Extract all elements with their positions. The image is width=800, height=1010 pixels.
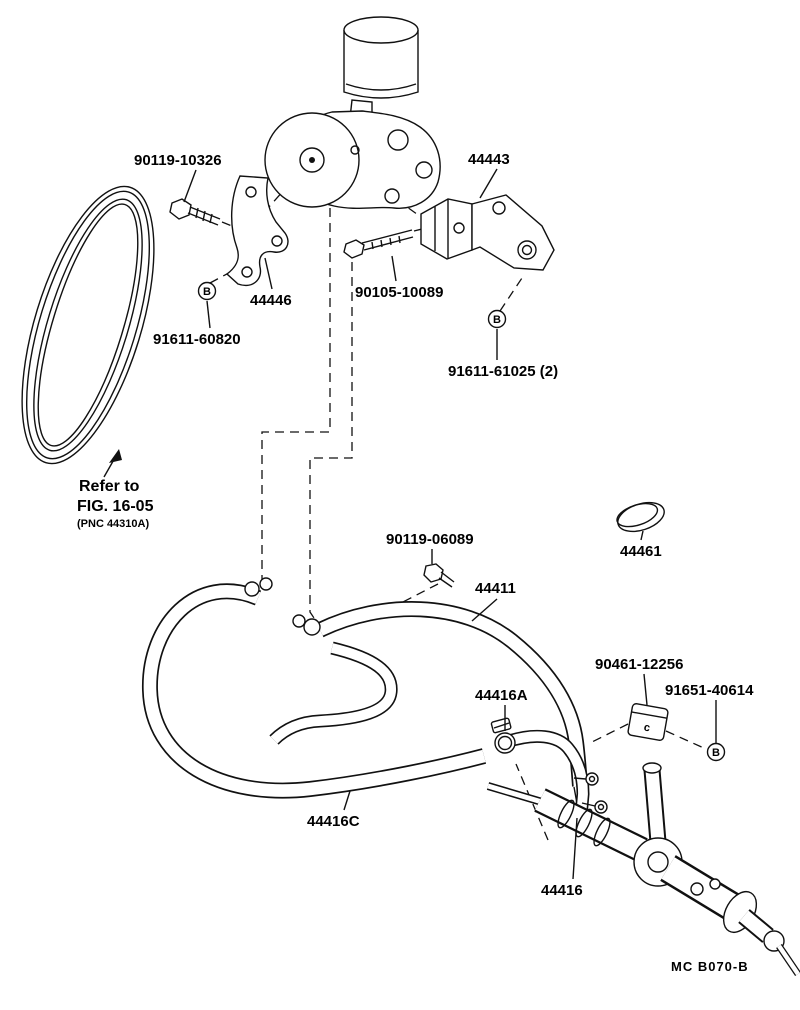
circled-b-icon: B	[712, 747, 720, 759]
part-label-44443: 44443	[468, 151, 510, 168]
circled-b-icon: B	[203, 286, 211, 298]
refer-fig-text: FIG. 16-05	[77, 498, 154, 515]
part-label-91651-40614: 91651-40614	[665, 682, 754, 699]
nut-marker-91611-60820: B	[197, 281, 217, 301]
hose-44416	[503, 729, 608, 817]
part-label-90119-06089: 90119-06089	[386, 531, 474, 548]
part-label-44416: 44416	[541, 882, 583, 899]
figure-code: MC B070-B	[671, 959, 749, 974]
bracket-44443	[420, 194, 555, 271]
power-steering-pump	[264, 16, 441, 210]
nut-marker-91611-61025: B	[487, 309, 507, 329]
hose-return-bend	[269, 641, 398, 745]
steering-rack	[486, 762, 800, 976]
part-label-44416C: 44416C	[307, 813, 360, 830]
part-label-44461: 44461	[620, 543, 662, 560]
refer-arrowhead	[109, 449, 122, 463]
hose-44416C	[141, 577, 487, 799]
clamp-44416A	[490, 717, 516, 754]
clamp-letter-c: c	[643, 721, 651, 734]
bolt-90119-10326	[169, 198, 221, 226]
part-label-90461-12256: 90461-12256	[595, 656, 684, 673]
part-label-44446: 44446	[250, 292, 292, 309]
bolt-90119-06089	[423, 563, 455, 588]
circled-b-icon: B	[493, 314, 501, 326]
part-label-90105-10089: 90105-10089	[355, 284, 444, 301]
nut-marker-91651-40614: B	[706, 742, 726, 762]
bolt-90105-10089	[343, 229, 414, 259]
part-label-44411: 44411	[475, 580, 516, 597]
part-label-91611-61025: 91611-61025 (2)	[448, 363, 559, 380]
clamp-90461-12256: c	[627, 703, 669, 741]
refer-to-text: Refer to	[79, 478, 140, 495]
part-label-44416A: 44416A	[475, 687, 528, 704]
part-label-91611-60820: 91611-60820	[153, 331, 241, 348]
part-label-90119-10326: 90119-10326	[134, 152, 222, 169]
drive-belt	[21, 185, 155, 465]
bracket-44446	[225, 175, 289, 286]
refer-pnc-text: (PNC 44310A)	[77, 518, 150, 530]
cap-44461	[616, 501, 665, 533]
label-leader-lines	[103, 168, 717, 880]
